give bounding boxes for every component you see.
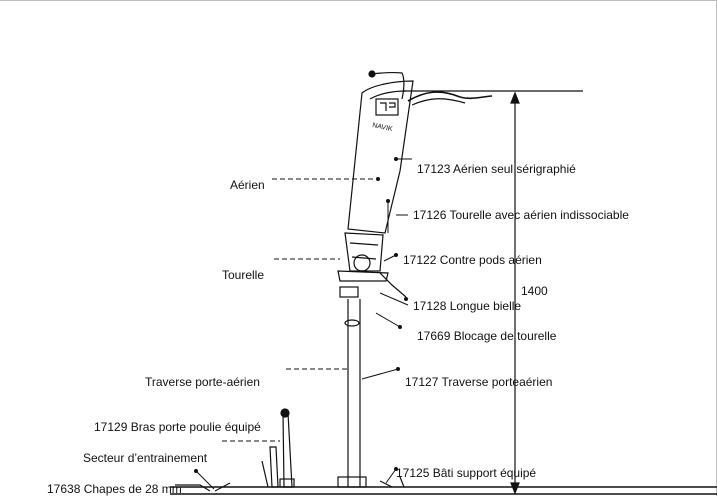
label-tourelle: Tourelle (222, 268, 265, 282)
logo-box (375, 98, 399, 116)
logo-text: NAVIK (372, 122, 394, 133)
bielle (379, 272, 407, 298)
label-17128: 17128 Longue bielle (413, 299, 522, 313)
wind-ribbon (407, 91, 493, 102)
vane-blade (347, 80, 414, 234)
dimension-value: 1400 (521, 284, 548, 298)
turret-collar (337, 270, 389, 282)
base-frame (170, 486, 717, 495)
label-secteur: Secteur d’entrainement (83, 451, 208, 465)
label-17125: 17125 Bâti support équipé (396, 466, 537, 480)
label-17122: 17122 Contre pods aérien (403, 253, 542, 267)
label-17127: 17127 Traverse porteaérien (405, 375, 553, 389)
turret-block (339, 286, 359, 298)
top-rope (371, 71, 405, 100)
turret (344, 232, 384, 272)
label-traverse: Traverse porte-aérien (145, 375, 260, 389)
label-17123: 17123 Aérien seul sérigraphié (417, 162, 576, 176)
top-knob (368, 70, 376, 78)
leader-lines (195, 158, 412, 490)
pulley-arm (282, 412, 293, 488)
vertical-shaft (347, 299, 361, 487)
vane-blade-inner (369, 90, 407, 100)
label-bras-porte-poulie: 17129 Bras porte poulie équipé (94, 420, 261, 434)
label-17126: 17126 Tourelle avec aérien indissociable (413, 208, 629, 222)
label-chapes: 17638 Chapes de 28 mm (47, 482, 182, 496)
blocking-ring (344, 319, 360, 327)
sector (269, 446, 279, 488)
label-aerien: Aérien (230, 178, 265, 192)
label-17669: 17669 Blocage de tourelle (417, 329, 557, 343)
